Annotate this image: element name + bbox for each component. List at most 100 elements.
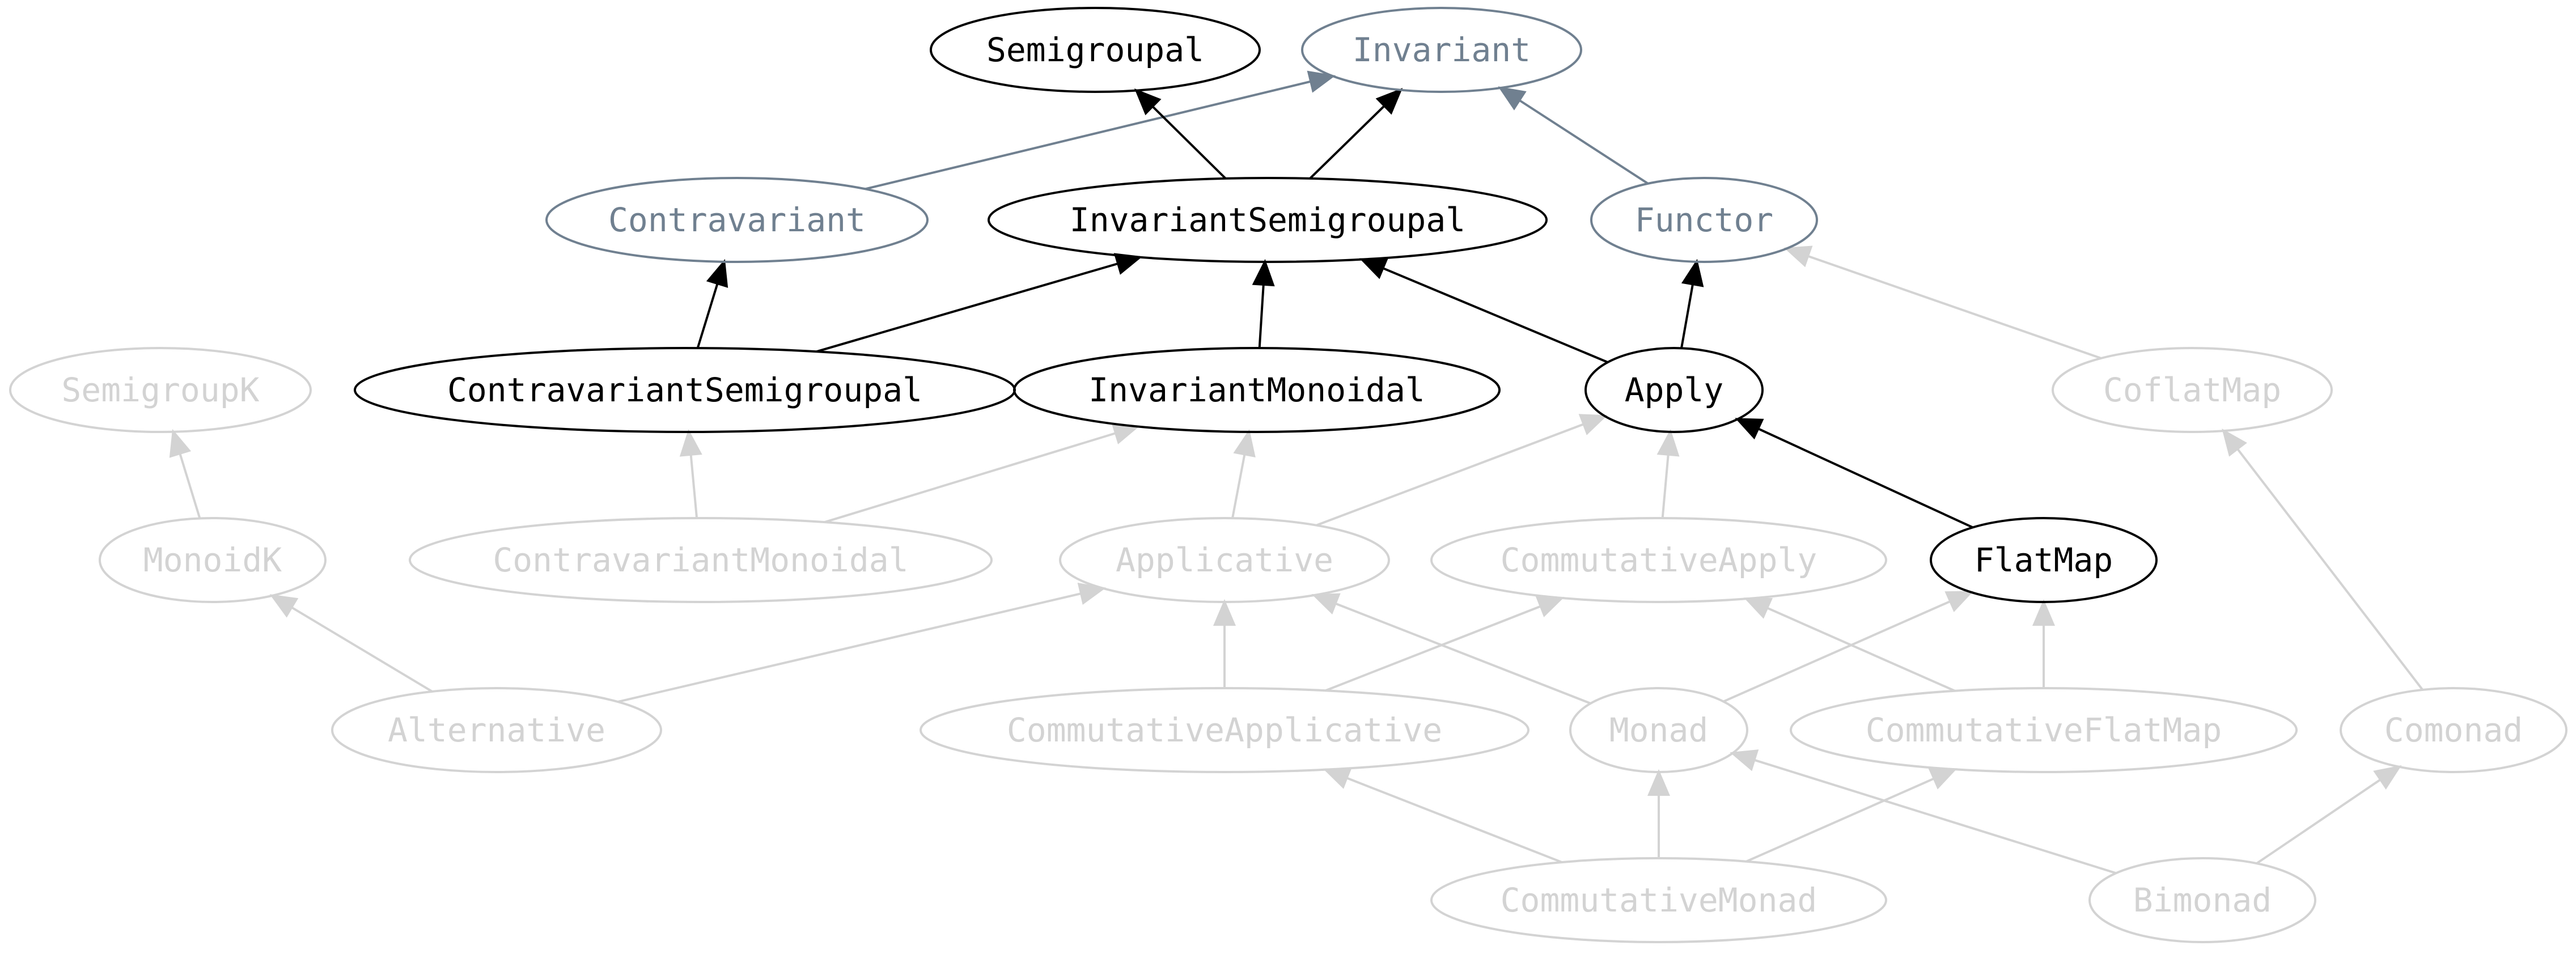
- edge-bimonad-to-comonad: [2256, 765, 2402, 864]
- node-ellipse: [920, 687, 1530, 773]
- edge-line: [1258, 284, 1265, 349]
- edge-line: [1325, 605, 1541, 692]
- arrowhead: [1252, 258, 1275, 287]
- node-contravariant-semigroupal: ContravariantSemigroupal: [354, 347, 1016, 433]
- node-comonad: Comonad: [2340, 687, 2567, 773]
- node-invariant-semigroupal: InvariantSemigroupal: [988, 177, 1548, 263]
- arrowhead: [2373, 765, 2402, 790]
- edge-line: [291, 606, 433, 693]
- arrowhead: [1578, 414, 1608, 435]
- edge-line: [1346, 777, 1562, 863]
- edge-line: [1382, 267, 1608, 363]
- edge-monad-to-applicative: [1311, 593, 1591, 705]
- node-ellipse: [2340, 687, 2567, 773]
- edge-line: [179, 453, 201, 519]
- arrowhead: [2032, 599, 2056, 626]
- edges-layer: [169, 70, 2424, 875]
- node-semigroup-k: SemigroupK: [9, 347, 312, 433]
- node-ellipse: [1013, 347, 1501, 433]
- node-label: Comonad: [2384, 711, 2523, 749]
- edge-commutative-flat-map-to-flat-map: [2032, 599, 2056, 688]
- node-ellipse: [9, 347, 312, 433]
- node-label: CommutativeFlatMap: [1866, 711, 2222, 749]
- edge-line: [2236, 448, 2424, 691]
- node-invariant: Invariant: [1301, 7, 1582, 93]
- node-label: SemigroupK: [61, 371, 259, 409]
- edge-contravariant-semigroupal-to-contravariant: [696, 258, 728, 349]
- edge-line: [617, 592, 1082, 703]
- node-ellipse: [99, 517, 327, 603]
- node-label: Bimonad: [2133, 881, 2272, 919]
- edge-contravariant-monoidal-to-contravariant-semigroupal: [679, 429, 702, 519]
- arrowhead: [1213, 599, 1236, 626]
- edge-applicative-to-apply: [1316, 414, 1608, 527]
- node-label: CoflatMap: [2103, 371, 2281, 409]
- node-label: InvariantMonoidal: [1088, 371, 1425, 409]
- arrowhead: [1743, 597, 1773, 619]
- edge-monad-to-flat-map: [1723, 591, 1974, 703]
- node-commutative-applicative: CommutativeApplicative: [920, 687, 1530, 773]
- node-ellipse: [1301, 7, 1582, 93]
- node-label: Semigroupal: [986, 31, 1204, 69]
- arrowhead: [1307, 70, 1336, 93]
- edge-line: [1807, 255, 2102, 359]
- node-commutative-monad: CommutativeMonad: [1430, 857, 1887, 943]
- edge-invariant-semigroupal-to-semigroupal: [1134, 88, 1227, 180]
- node-ellipse: [1590, 177, 1818, 263]
- arrowhead: [169, 429, 192, 458]
- edge-flat-map-to-apply: [1735, 418, 1973, 529]
- edge-line: [696, 283, 719, 349]
- edge-line: [1661, 454, 1670, 519]
- node-ellipse: [1430, 857, 1887, 943]
- node-label: InvariantSemigroupal: [1070, 201, 1465, 239]
- edge-line: [1757, 427, 1973, 529]
- arrowhead: [269, 594, 299, 618]
- node-ellipse: [1430, 517, 1887, 603]
- node-label: Contravariant: [608, 201, 866, 239]
- node-ellipse: [331, 687, 662, 773]
- arrowhead: [1656, 429, 1680, 457]
- node-ellipse: [409, 517, 993, 603]
- arrowhead: [1735, 418, 1764, 440]
- edge-comonad-to-coflat-map: [2222, 429, 2424, 691]
- node-apply: Apply: [1584, 347, 1764, 433]
- node-label: CommutativeApply: [1501, 541, 1817, 579]
- edge-contravariant-to-invariant: [865, 70, 1336, 190]
- node-coflat-map: CoflatMap: [2052, 347, 2333, 433]
- node-ellipse: [930, 7, 1261, 93]
- node-flat-map: FlatMap: [1930, 517, 2158, 603]
- edge-functor-to-invariant: [1498, 86, 1649, 185]
- edge-line: [1753, 758, 2117, 875]
- node-bimonad: Bimonad: [2088, 857, 2316, 943]
- node-label: Apply: [1625, 371, 1724, 409]
- node-ellipse: [1790, 687, 2298, 773]
- arrowhead: [1730, 749, 1759, 771]
- edge-line: [1766, 607, 1956, 692]
- arrowhead: [1311, 593, 1341, 614]
- node-ellipse: [988, 177, 1548, 263]
- arrowhead: [1077, 583, 1107, 605]
- edge-line: [1309, 105, 1386, 180]
- node-ellipse: [1059, 517, 1390, 603]
- edge-coflat-map-to-functor: [1783, 245, 2102, 359]
- arrowhead: [1498, 86, 1527, 111]
- node-ellipse: [1569, 687, 1748, 773]
- node-applicative: Applicative: [1059, 517, 1390, 603]
- arrowhead: [1681, 258, 1704, 287]
- edge-line: [1723, 600, 1951, 703]
- edge-invariant-monoidal-to-invariant-semigroupal: [1252, 258, 1275, 349]
- edge-line: [816, 262, 1118, 353]
- edge-commutative-apply-to-apply: [1656, 429, 1680, 519]
- edge-bimonad-to-monad: [1730, 749, 2117, 875]
- edge-commutative-applicative-to-applicative: [1213, 599, 1236, 688]
- arrowhead: [1375, 88, 1403, 115]
- node-contravariant-monoidal: ContravariantMonoidal: [409, 517, 993, 603]
- arrowhead: [679, 429, 702, 457]
- edge-line: [1519, 99, 1649, 185]
- edge-monoid-k-to-semigroup-k: [169, 429, 201, 519]
- arrowhead: [1783, 245, 1813, 268]
- node-functor: Functor: [1590, 177, 1818, 263]
- arrowhead: [1944, 591, 1974, 612]
- node-label: Invariant: [1353, 31, 1531, 69]
